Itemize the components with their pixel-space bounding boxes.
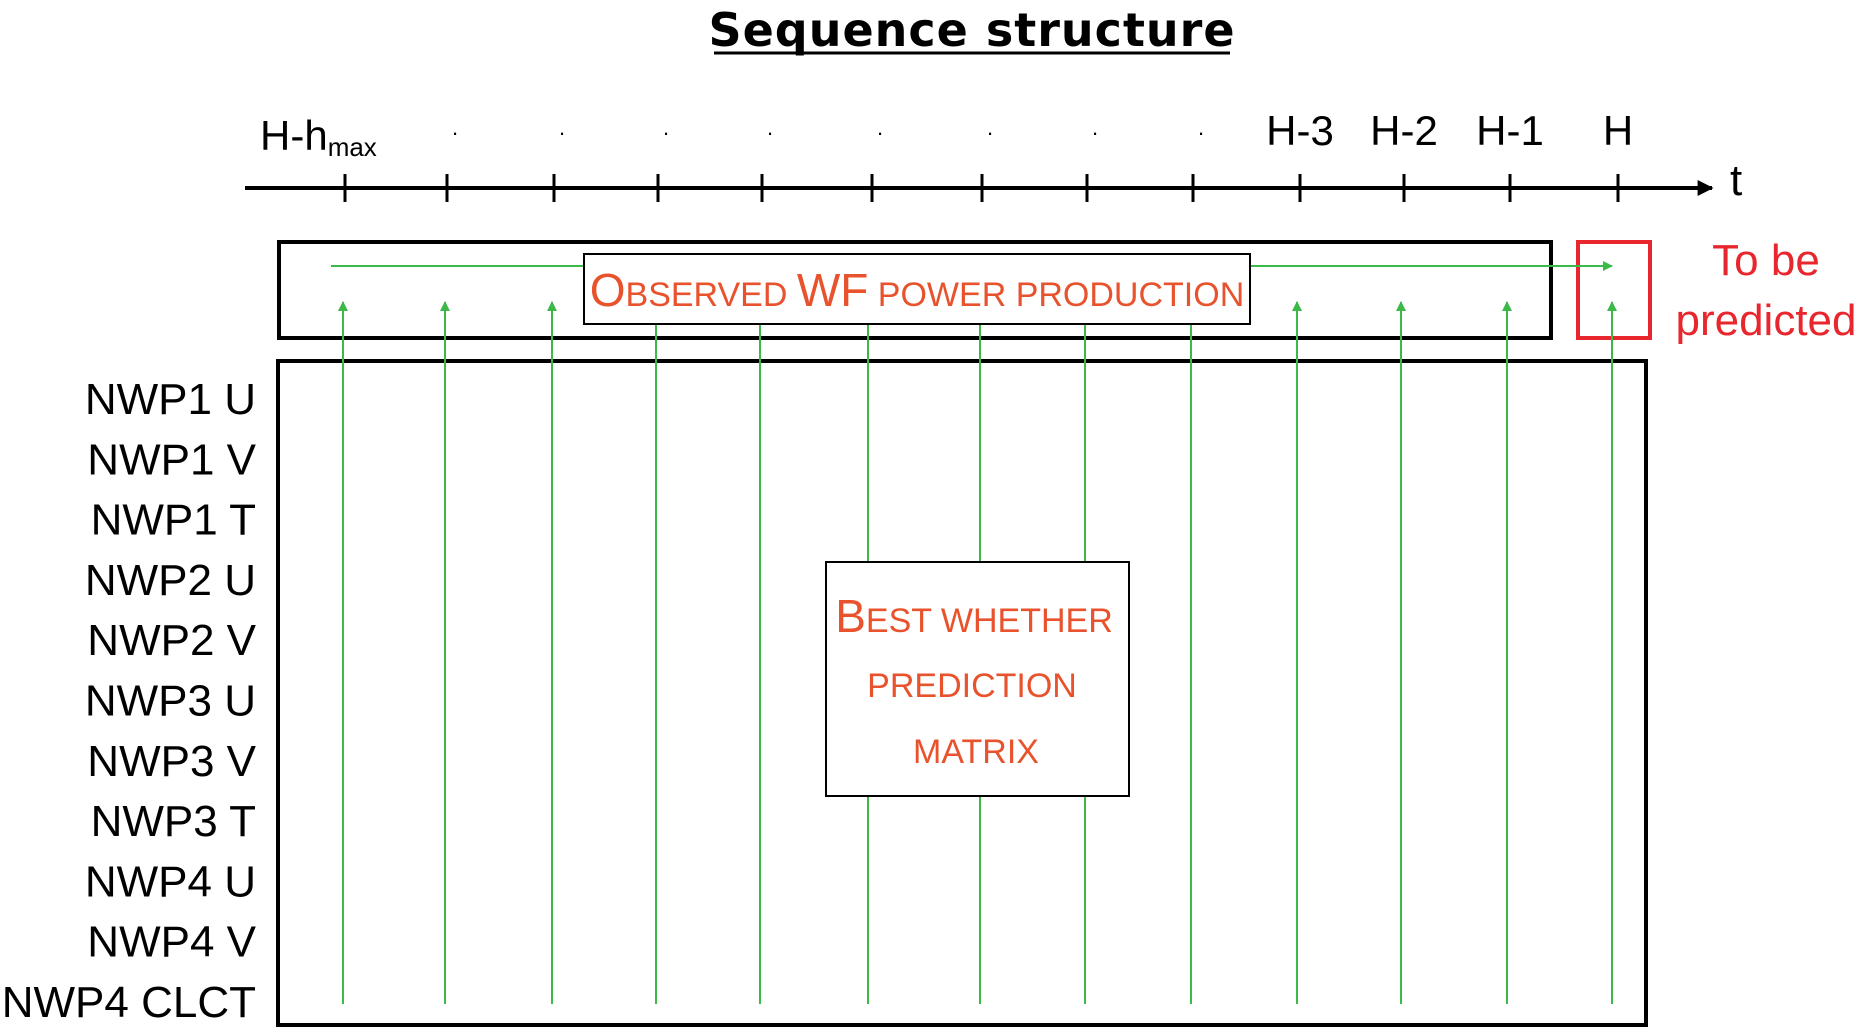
diagram-title: Sequence structure [708,3,1235,57]
nwp-row-label: NWP2 U [85,556,256,605]
prediction-target-box [1576,240,1652,340]
matrix-label-cap: B [835,590,866,642]
observed-label-box [583,253,1251,325]
nwp-row-labels: NWP1 U NWP1 V NWP1 T NWP2 U NWP2 V NWP3 U NWP3… [2,375,257,1027]
axis-tick-label: . [1092,115,1098,140]
matrix-label-box [825,561,1130,797]
axis-tick-label: . [452,115,458,140]
matrix-label-line3: MATRIX [913,733,1039,771]
green-arrows [338,300,1617,1004]
nwp-row-label: NWP3 T [91,797,256,846]
nwp-row-label: NWP3 U [85,677,256,726]
axis-ticks [343,174,1620,202]
observed-label: OBSERVED WF POWER PRODUCTION [590,264,1245,316]
observed-label-cap2: WF [797,264,869,316]
nwp-row-label: NWP4 U [85,857,256,906]
observed-label-rest1: BSERVED [626,276,797,314]
axis-tick-labels: H-hmax........ H-3 H-2 H-1 H [260,107,1633,162]
axis-tick-label: . [663,115,669,140]
matrix-label-line2: PREDICTION [867,667,1077,705]
nwp-row-label: NWP1 T [91,496,256,545]
observed-label-rest2: POWER PRODUCTION [868,276,1244,314]
axis-tick-label: H [1603,107,1633,154]
matrix-label-line1: BEST WHETHER [835,590,1113,642]
nwp-row-label: NWP1 V [87,435,256,484]
axis-tick-label: H-hmax [260,112,377,162]
axis-tick-label: H-2 [1370,107,1438,154]
axis-tick-label-subscript: max [328,132,377,162]
observed-sequence-box [277,240,1553,340]
nwp-row-label: NWP2 V [87,616,256,665]
nwp-row-label: NWP4 CLCT [2,978,256,1027]
prediction-target-line1: To be [1712,236,1820,285]
axis-label-t: t [1730,156,1742,205]
axis-tick-label: . [987,115,993,140]
axis-tick-label: H-3 [1266,107,1334,154]
axis-tick-label: . [877,115,883,140]
axis-tick-label: . [1198,115,1204,140]
observed-label-cap1: O [590,264,626,316]
axis-tick-label-main: H-h [260,112,328,159]
prediction-target-line2: predicted [1675,296,1856,345]
axis-tick-label: H-1 [1476,107,1544,154]
nwp-row-label: NWP1 U [85,375,256,424]
axis-tick-label: . [767,115,773,140]
matrix-label-line1-rest: EST WHETHER [866,602,1113,640]
nwp-row-label: NWP3 V [87,737,256,786]
nwp-matrix-box [276,359,1648,1027]
nwp-row-label: NWP4 V [87,918,256,967]
axis-tick-label: . [559,115,565,140]
